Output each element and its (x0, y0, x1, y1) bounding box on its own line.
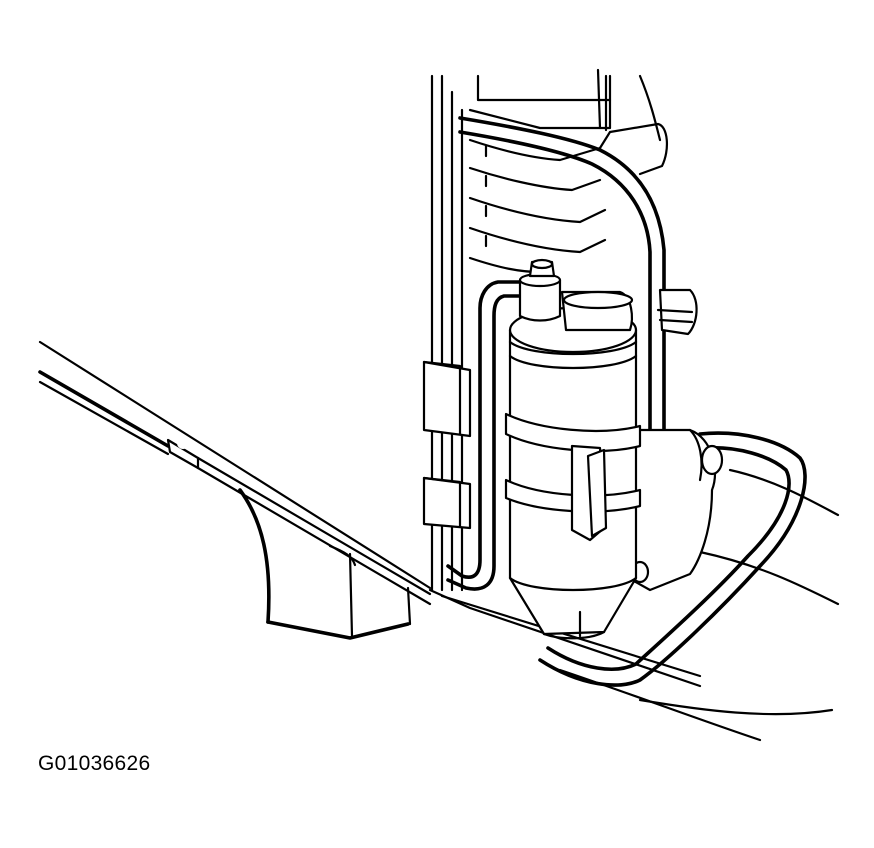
frame-rail (38, 340, 432, 606)
condenser-fins (468, 68, 668, 274)
accumulator (504, 258, 724, 640)
figure-id-label: G01036626 (38, 752, 151, 775)
line-clamps (422, 360, 472, 530)
lower-bracket (238, 488, 412, 640)
lower-tube-loop (538, 431, 807, 687)
condenser-edge (428, 74, 702, 688)
lower-panel-lines (558, 468, 840, 742)
refrigerant-line (446, 116, 666, 591)
upper-hose-clip (656, 288, 698, 336)
